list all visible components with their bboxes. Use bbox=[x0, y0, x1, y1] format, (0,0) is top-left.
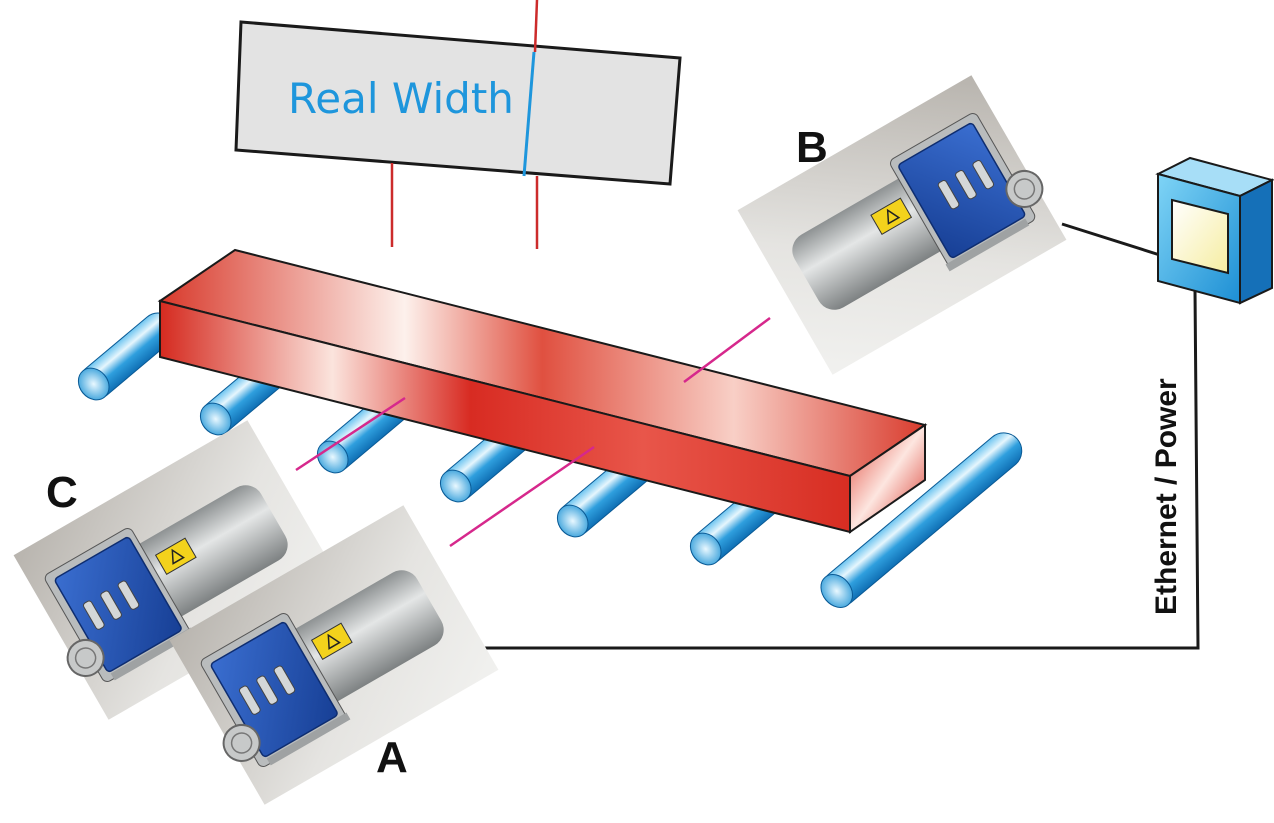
steel-slab bbox=[157, 248, 928, 534]
laser-beam-c bbox=[295, 396, 406, 472]
cable-controller-to-a bbox=[476, 289, 1200, 650]
laser-beams bbox=[295, 316, 771, 548]
cable-b-to-controller bbox=[1061, 222, 1164, 258]
sensor-b bbox=[736, 70, 1074, 376]
sensor-label-c: C bbox=[46, 468, 78, 517]
laser-beam-a bbox=[449, 445, 595, 548]
measured-edge-marker bbox=[522, 51, 536, 177]
sensor-label-a: A bbox=[376, 733, 408, 782]
display-panel-icon bbox=[234, 20, 682, 186]
sensor-label-b: B bbox=[796, 123, 828, 172]
cable-label: Ethernet / Power bbox=[1150, 378, 1183, 615]
real-width-display: Real Width bbox=[234, 0, 682, 249]
display-value: Real Width bbox=[288, 74, 514, 123]
cabling bbox=[476, 222, 1200, 650]
measure-line-top bbox=[533, 0, 539, 53]
controller-box-icon bbox=[1155, 156, 1274, 305]
slab-end-face bbox=[849, 423, 926, 534]
conveyor-rollers-back bbox=[71, 305, 1023, 608]
laser-beam-b bbox=[683, 316, 771, 384]
